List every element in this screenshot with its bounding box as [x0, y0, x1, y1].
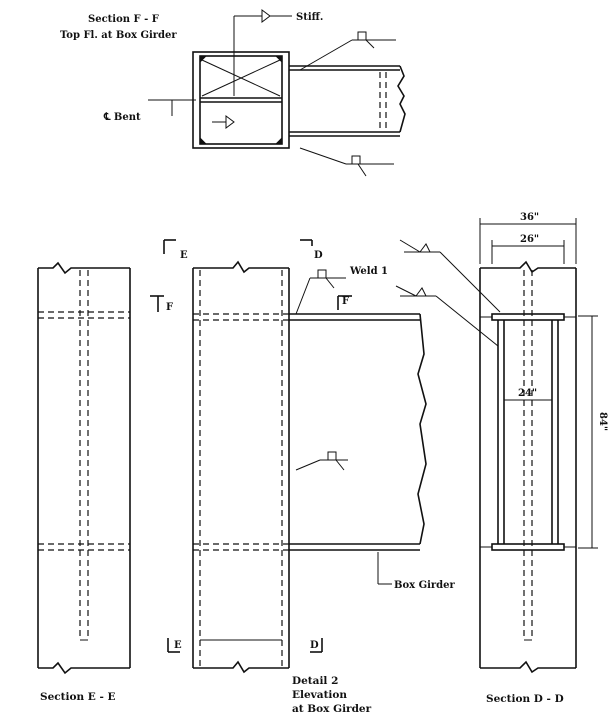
detail-e-label-top: E [180, 250, 188, 261]
detail-girder-break [417, 313, 427, 545]
ff-weld-tail-bot [357, 163, 367, 177]
dd-dim-inner: 26" [520, 234, 539, 245]
section-ff-subtitle: Top Fl. at Box Girder [60, 30, 177, 41]
weld1-tail [325, 277, 335, 289]
ff-fillet-tl [199, 55, 208, 64]
weld1-label: Weld 1 [349, 266, 388, 277]
dd-weld1-leader [439, 251, 501, 313]
dd-top-flange [491, 313, 565, 321]
ff-stiff-label: Stiff. [296, 12, 323, 23]
detail-f-label-girder: F [342, 296, 349, 307]
detail-d-label-top: D [314, 250, 323, 261]
detail-d-label-bot: D [310, 640, 319, 651]
detail-caption-1: Detail 2 [292, 675, 338, 687]
dd-dim-outer: 36" [520, 212, 539, 223]
ee-bottom-break [38, 661, 130, 675]
dd-dim-height: 84" [597, 412, 608, 431]
detail-caption-3: at Box Girder [292, 703, 372, 715]
weld1-leader [295, 277, 311, 315]
ee-caption: Section E - E [40, 691, 115, 703]
section-ff-title: Section F - F [88, 14, 159, 25]
detail-mid-weld-tail [335, 459, 345, 471]
dd-bottom-break [480, 660, 576, 674]
detail-mid-weld-leader [295, 459, 321, 471]
ff-box-inner [199, 55, 283, 145]
ff-weld-leader-top [299, 39, 353, 71]
ff-girder-break [397, 65, 406, 133]
section-ff: Section F - F Top Fl. at Box Girder Stif… [60, 9, 406, 177]
dd-weld1-tail [399, 239, 421, 253]
ff-stiff-weld-symbol [261, 9, 271, 23]
detail-mid-weld-symbol [327, 451, 337, 461]
ff-fillet-bl [199, 136, 208, 145]
box-girder-label: Box Girder [394, 580, 456, 591]
dd-top-break [480, 260, 576, 274]
dd-weld2-symbol [415, 287, 427, 297]
dd-weld1-symbol [419, 243, 431, 253]
section-ee: Section E - E [37, 261, 131, 703]
weld1-symbol [317, 269, 327, 279]
dd-caption: Section D - D [486, 693, 564, 705]
detail-caption-2: Elevation [292, 689, 347, 701]
ff-inner-weld-symbol [225, 115, 235, 129]
ee-top-break [38, 261, 130, 275]
ff-weld-symbol-top [357, 31, 367, 41]
ff-box-outer [192, 51, 290, 149]
dd-bot-flange [491, 543, 565, 551]
ff-bent-label: ℄ Bent [103, 112, 141, 123]
dd-weld2-leader [435, 295, 499, 347]
ff-weld-tail-top [365, 39, 375, 49]
dd-dim-mid: 24" [518, 388, 537, 399]
detail-2-elevation: E D F F Weld 1 [150, 239, 456, 715]
ff-fillet-tr [274, 55, 283, 64]
dd-weld2-tail [395, 285, 417, 297]
detail-col-bottom-break [193, 660, 289, 674]
ff-stiffener-diag-2 [201, 59, 281, 97]
section-dd: 36" 26" 24" 84" [395, 212, 608, 705]
ff-weld-symbol-bot [351, 155, 361, 165]
detail-col-top-break [193, 260, 289, 274]
ff-fillet-br [274, 136, 283, 145]
ff-weld-leader-bot [299, 147, 347, 165]
detail-e-label-bot: E [174, 640, 182, 651]
detail-f-label-left: F [166, 302, 173, 313]
